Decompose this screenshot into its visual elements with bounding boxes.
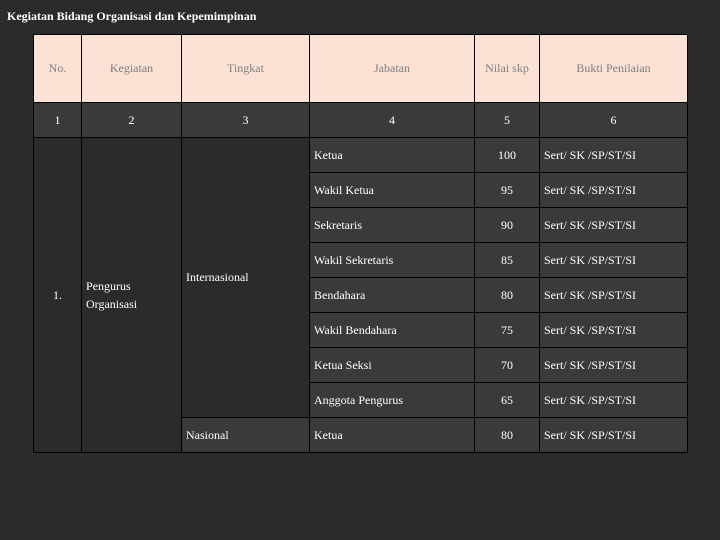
jabatan-cell: Anggota Pengurus <box>309 382 475 418</box>
header-bukti-penilaian: Bukti Penilaian <box>539 34 688 103</box>
jabatan-cell: Sekretaris <box>309 207 475 243</box>
bukti-cell: Sert/ SK /SP/ST/SI <box>539 207 688 243</box>
jabatan-cell: Wakil Bendahara <box>309 312 475 348</box>
bukti-cell: Sert/ SK /SP/ST/SI <box>539 382 688 418</box>
column-number-row: 1 2 3 4 5 6 <box>33 102 688 138</box>
table-row: Wakil Sekretaris 85 Sert/ SK /SP/ST/SI <box>34 242 688 278</box>
bukti-cell: Sert/ SK /SP/ST/SI <box>539 242 688 278</box>
header-jabatan: Jabatan <box>309 34 475 103</box>
nilai-cell: 80 <box>474 417 540 453</box>
header-nilai-skp: Nilai skp <box>474 34 540 103</box>
header-kegiatan: Kegiatan <box>81 34 182 103</box>
nilai-cell: 75 <box>474 312 540 348</box>
row-number: 1. <box>33 137 82 453</box>
header-tingkat: Tingkat <box>181 34 310 103</box>
jabatan-cell: Bendahara <box>309 277 475 313</box>
kegiatan-cell: Pengurus Organisasi <box>81 137 182 453</box>
bukti-cell: Sert/ SK /SP/ST/SI <box>539 417 688 453</box>
bukti-cell: Sert/ SK /SP/ST/SI <box>539 347 688 383</box>
table-row: Wakil Bendahara 75 Sert/ SK /SP/ST/SI <box>34 312 688 348</box>
nilai-cell: 90 <box>474 207 540 243</box>
column-number: 6 <box>539 102 688 138</box>
page-title: Kegiatan Bidang Organisasi dan Kepemimpi… <box>7 9 257 23</box>
bukti-cell: Sert/ SK /SP/ST/SI <box>539 172 688 208</box>
jabatan-cell: Ketua <box>309 417 475 453</box>
nilai-cell: 95 <box>474 172 540 208</box>
column-number: 2 <box>81 102 182 138</box>
table-row: Anggota Pengurus 65 Sert/ SK /SP/ST/SI <box>34 382 688 418</box>
bukti-cell: Sert/ SK /SP/ST/SI <box>539 277 688 313</box>
header-no: No. <box>33 34 82 103</box>
kegiatan-line: Pengurus <box>86 279 131 293</box>
nilai-cell: 65 <box>474 382 540 418</box>
nilai-cell: 85 <box>474 242 540 278</box>
nilai-cell: 70 <box>474 347 540 383</box>
bukti-cell: Sert/ SK /SP/ST/SI <box>539 312 688 348</box>
jabatan-cell: Ketua <box>309 137 475 173</box>
kegiatan-line: Organisasi <box>86 297 138 311</box>
column-number: 3 <box>181 102 310 138</box>
table-row: Bendahara 80 Sert/ SK /SP/ST/SI <box>34 277 688 313</box>
tingkat-cell: Nasional <box>181 417 310 453</box>
jabatan-cell: Wakil Sekretaris <box>309 242 475 278</box>
table-row: Ketua Seksi 70 Sert/ SK /SP/ST/SI <box>34 347 688 383</box>
table-row: Wakil Ketua 95 Sert/ SK /SP/ST/SI <box>34 172 688 208</box>
jabatan-cell: Ketua Seksi <box>309 347 475 383</box>
column-number: 1 <box>33 102 82 138</box>
table-row: Nasional Ketua 80 Sert/ SK /SP/ST/SI <box>34 417 688 453</box>
bukti-cell: Sert/ SK /SP/ST/SI <box>539 137 688 173</box>
tingkat-cell: Internasional <box>181 137 310 418</box>
header-row: No. Kegiatan Tingkat Jabatan Nilai skp B… <box>33 34 688 103</box>
kegiatan-table: No. Kegiatan Tingkat Jabatan Nilai skp B… <box>33 34 688 453</box>
column-number: 4 <box>309 102 475 138</box>
nilai-cell: 80 <box>474 277 540 313</box>
table-row: Sekretaris 90 Sert/ SK /SP/ST/SI <box>34 207 688 243</box>
jabatan-cell: Wakil Ketua <box>309 172 475 208</box>
column-number: 5 <box>474 102 540 138</box>
nilai-cell: 100 <box>474 137 540 173</box>
table-row: 1. Pengurus Organisasi Internasional Ket… <box>33 137 688 453</box>
